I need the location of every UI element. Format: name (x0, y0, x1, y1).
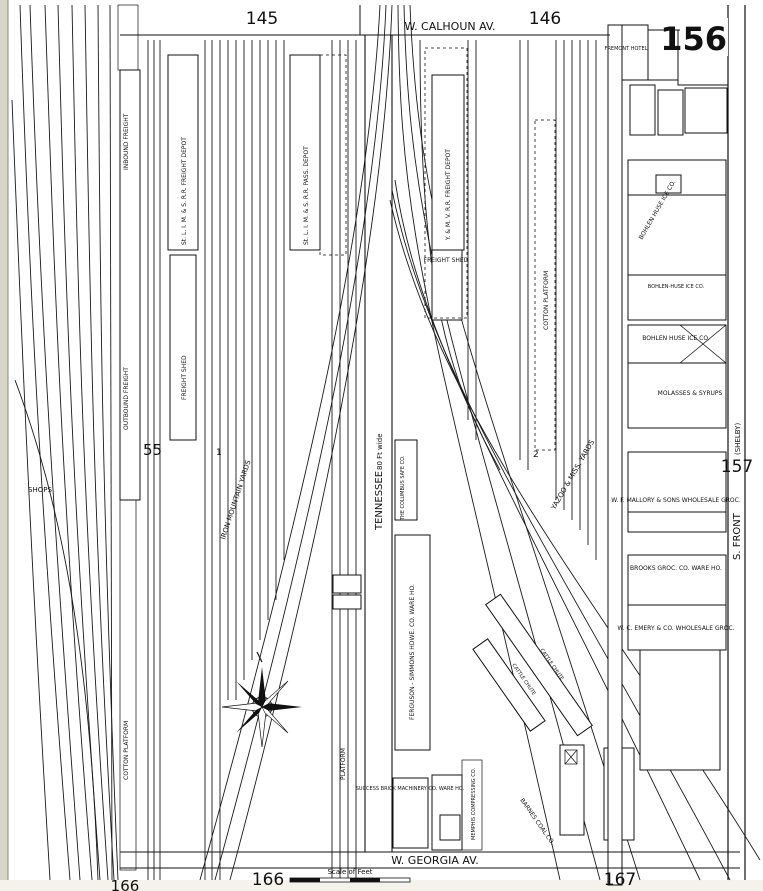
bohlen-huse-ice-co (627, 324, 727, 364)
street-tennessee-width: 80 Ft wide (376, 433, 384, 470)
cattle-chute-2 (472, 638, 546, 732)
block-number-2: 2 (533, 450, 539, 460)
mallory-label: W. F. MALLORY & SONS WHOLESALE GROC. (611, 497, 741, 504)
front-street-blocks (607, 24, 729, 886)
freight-shed-2-label: FREIGHT SHED (424, 257, 469, 264)
freight-shed-1-label: FREIGHT SHED (181, 355, 188, 400)
columbus-label: THE COLUMBUS SAFE CO. (400, 455, 406, 521)
memphis-compressing-label: MEMPHIS COMPRESSING CO. (471, 768, 477, 840)
ferguson-label: FERGUSON - SIMMONS HDWE. CO. WARE HO. (409, 584, 416, 720)
fremont-hotel-label: FREMONT HOTEL (605, 46, 648, 52)
binding-margin (0, 0, 8, 891)
ferguson-simmons-wareho (394, 534, 431, 751)
bohlen-ice-label: BOHLEN HUSE ICE CO. (642, 335, 710, 342)
street-shelby: (SHELBY) (734, 423, 742, 455)
page-number: 156 (660, 20, 727, 58)
adjacent-sheet-157: 157 (721, 457, 753, 477)
columbus-safe-co (394, 439, 418, 521)
adjacent-sheet-166-a: 166 (111, 877, 140, 891)
cotton-platform-right-label: COTTON PLATFORM (543, 271, 550, 330)
street-tennessee: TENNESSEE (374, 471, 385, 531)
compass-rose-icon (221, 651, 302, 748)
molasses-label: MOLASSES & SYRUPS (658, 390, 723, 397)
scale-bar (289, 877, 411, 883)
ymv-depot-label: Y. & M. V. R.R. FREIGHT DEPOT (445, 149, 452, 241)
freight-shed-2 (431, 249, 463, 321)
cotton-platform-left-label: COTTON PLATFORM (123, 721, 130, 780)
street-w-calhoun: W. CALHOUN AV. (404, 20, 495, 33)
emery-label: W. C. EMERY & CO. WHOLESALE GROC. (617, 625, 734, 632)
adjacent-sheet-145: 145 (246, 9, 278, 29)
success-brick-wareho (392, 777, 429, 849)
inbound-freight-label: INBOUND FREIGHT (123, 113, 130, 170)
street-w-georgia: W. GEORGIA AV. (391, 854, 479, 867)
scale-label: Scale of Feet (327, 868, 372, 876)
adjacent-sheet-55: 55 (143, 441, 162, 459)
page-number-box (680, 18, 728, 56)
brooks-label: BROOKS GROC. CO. WARE HO. (630, 565, 722, 572)
street-s-front: S. FRONT (732, 512, 743, 560)
mallory-wholesale-groc (627, 451, 727, 513)
block-number-1: 1 (216, 448, 222, 458)
platform-label: PLATFORM (340, 748, 347, 780)
adjacent-sheet-146: 146 (529, 9, 561, 29)
straight-tracks-west (147, 40, 357, 880)
shops-label: SHOPS (28, 486, 52, 494)
adjacent-sheet-167: 167 (604, 870, 636, 890)
brooks-groc-wareho (627, 554, 727, 606)
success-brick-label: SUCCESS BRICK MACHINERY CO. WARE HO. (356, 786, 465, 792)
left-curved-tracks (11, 4, 119, 881)
freight-depot-2-label: St. L. I. M. & S. R.R. PASS. DEPOT (303, 146, 310, 245)
straight-tracks-east (467, 40, 597, 560)
freight-shed-1 (169, 254, 197, 441)
cattle-chute-1 (485, 593, 593, 737)
bohlen-huse-label: BOHLEN-HUSE ICE CO. (648, 284, 705, 290)
outbound-freight-label: OUTBOUND FREIGHT (123, 367, 130, 430)
cotton-platform-right (534, 119, 556, 451)
ymv-freight-depot (431, 74, 465, 251)
freight-depot-1-label: St. L. I. M. & S. R.R. FREIGHT DEPOT (181, 137, 188, 245)
adjacent-sheet-166-b: 166 (252, 870, 284, 890)
freight-depot-1 (167, 54, 199, 251)
